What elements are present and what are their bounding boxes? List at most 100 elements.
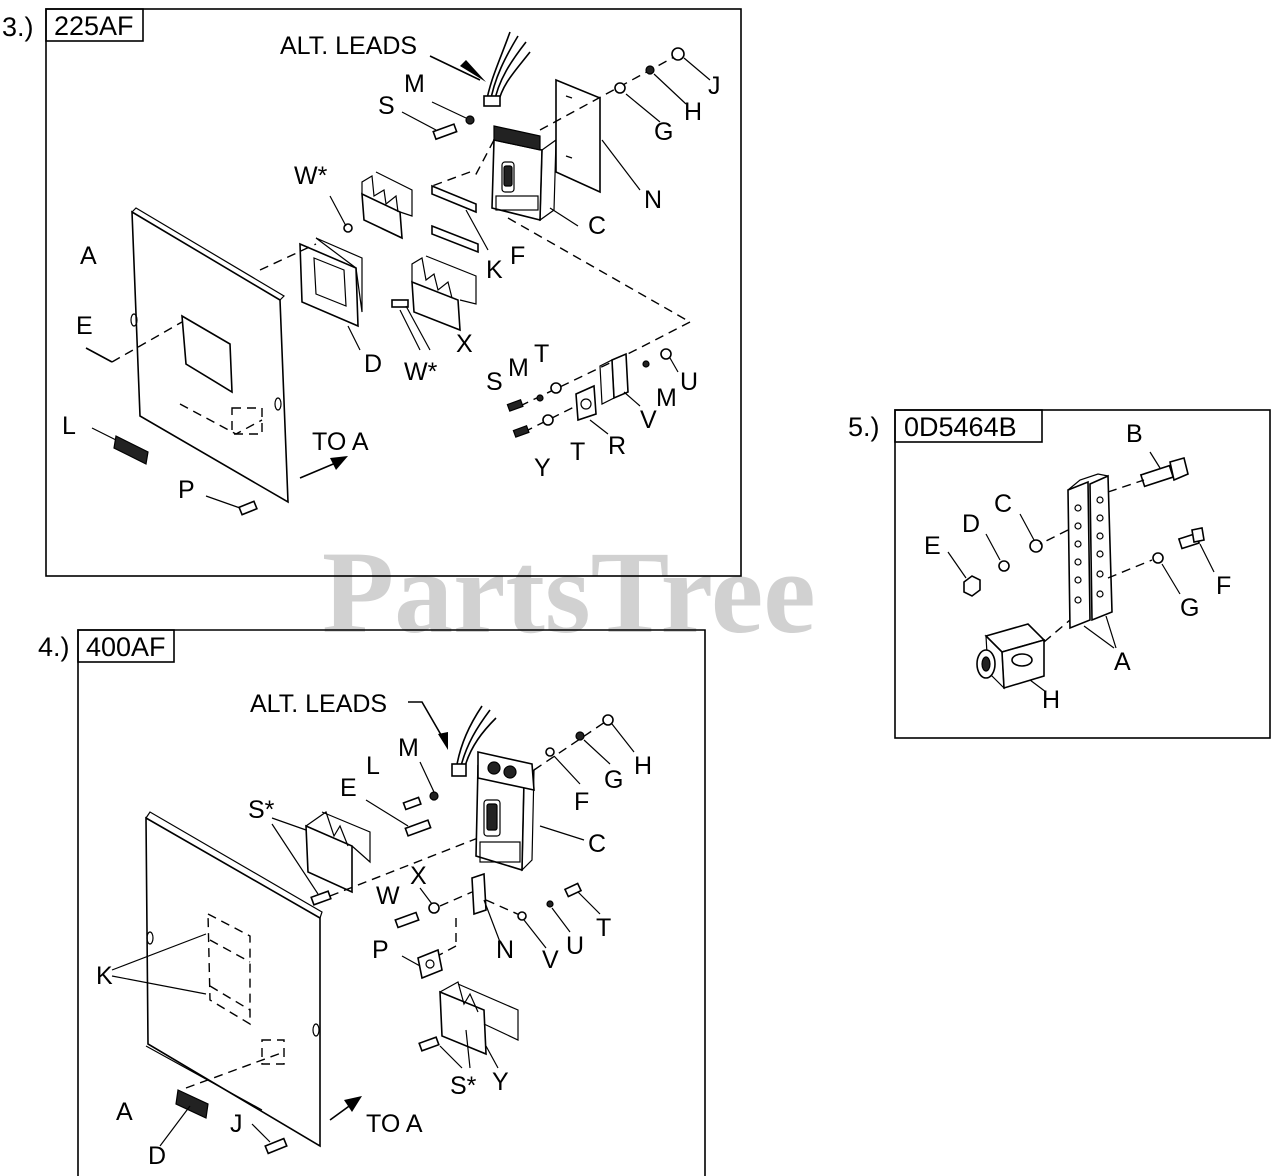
label-c: C bbox=[994, 490, 1012, 518]
label-j: J bbox=[708, 72, 721, 100]
label-w-upper: W* bbox=[294, 162, 328, 190]
label-d: D bbox=[148, 1142, 166, 1170]
label-k: K bbox=[96, 962, 113, 990]
part-g bbox=[614, 82, 626, 94]
label-to-a: TO A bbox=[366, 1110, 423, 1138]
panel-frame bbox=[77, 629, 706, 1176]
part-t bbox=[563, 882, 583, 898]
label-n: N bbox=[496, 936, 514, 964]
label-u: U bbox=[680, 368, 698, 396]
label-m: M bbox=[398, 734, 419, 762]
label-t-upper: T bbox=[534, 340, 549, 368]
label-h: H bbox=[684, 98, 702, 126]
label-j: J bbox=[230, 1110, 243, 1138]
label-d: D bbox=[364, 350, 382, 378]
label-e: E bbox=[340, 774, 357, 802]
part-x bbox=[428, 902, 440, 914]
part-e bbox=[85, 347, 113, 363]
part-l bbox=[402, 796, 422, 811]
label-f: F bbox=[574, 788, 589, 816]
label-to-a: TO A bbox=[312, 428, 369, 456]
part-w-heatsink bbox=[361, 171, 413, 240]
label-w: W bbox=[376, 882, 400, 910]
panel-number: 4.) bbox=[38, 632, 70, 662]
part-w bbox=[394, 911, 420, 929]
label-v: V bbox=[542, 946, 559, 974]
panel-number: 3.) bbox=[2, 12, 34, 42]
part-s bbox=[432, 123, 458, 141]
label-s-lower: S bbox=[486, 368, 503, 396]
label-a: A bbox=[80, 242, 97, 270]
part-c-breaker bbox=[491, 125, 557, 222]
part-g bbox=[575, 731, 585, 741]
label-alt-leads: ALT. LEADS bbox=[250, 690, 387, 718]
label-u: U bbox=[566, 932, 584, 960]
label-c: C bbox=[588, 830, 606, 858]
part-m bbox=[429, 791, 439, 801]
label-l: L bbox=[62, 412, 76, 440]
label-a: A bbox=[116, 1098, 133, 1126]
panel-frame bbox=[894, 409, 1271, 739]
label-m: M bbox=[404, 70, 425, 98]
label-y: Y bbox=[534, 454, 551, 482]
part-h bbox=[645, 65, 655, 75]
part-c-washer bbox=[1029, 539, 1043, 553]
label-g: G bbox=[1180, 594, 1199, 622]
part-s-heatsink bbox=[305, 811, 371, 894]
panel-code: 225AF bbox=[54, 11, 134, 41]
label-t-lower: T bbox=[570, 438, 585, 466]
part-p bbox=[238, 500, 258, 516]
alt-leads bbox=[483, 31, 531, 107]
part-f bbox=[545, 747, 555, 757]
panel-number: 5.) bbox=[848, 412, 880, 442]
panel-code-box bbox=[894, 409, 1043, 443]
part-h bbox=[602, 714, 614, 726]
part-j bbox=[264, 1137, 288, 1155]
part-d bbox=[175, 1089, 209, 1119]
part-d bbox=[299, 237, 363, 328]
part-panel-a bbox=[145, 816, 321, 1148]
label-a: A bbox=[1114, 648, 1131, 676]
part-e bbox=[404, 819, 432, 837]
label-n: N bbox=[644, 186, 662, 214]
part-d-washer bbox=[998, 560, 1010, 572]
part-v-bracket bbox=[611, 352, 629, 400]
part-j bbox=[671, 47, 685, 61]
label-m-mid: M bbox=[508, 354, 529, 382]
label-d: D bbox=[962, 510, 980, 538]
label-s-upper: S* bbox=[248, 796, 275, 824]
part-r-clamp bbox=[575, 384, 597, 422]
label-s-lower: S* bbox=[450, 1072, 477, 1100]
part-k bbox=[431, 184, 477, 214]
part-n-plate bbox=[555, 78, 601, 194]
label-s: S bbox=[378, 92, 395, 120]
part-u bbox=[546, 900, 554, 908]
panel-code-box bbox=[45, 8, 144, 42]
label-w-lower: W* bbox=[404, 358, 438, 386]
part-a-busbar bbox=[1067, 473, 1113, 630]
panel-code-box bbox=[77, 629, 175, 663]
panel-code: 400AF bbox=[86, 632, 166, 662]
label-x: X bbox=[410, 862, 427, 890]
panel-frame bbox=[45, 8, 742, 577]
label-c: C bbox=[588, 212, 606, 240]
part-l bbox=[113, 435, 149, 465]
label-f: F bbox=[510, 242, 525, 270]
label-f: F bbox=[1216, 572, 1231, 600]
panel-400af: 4.) 400AF bbox=[38, 629, 706, 1176]
watermark: PartsTree bbox=[322, 527, 816, 658]
part-y-heatsink bbox=[439, 981, 519, 1056]
label-g: G bbox=[604, 766, 623, 794]
label-b: B bbox=[1126, 420, 1143, 448]
part-g-washer bbox=[1152, 552, 1164, 564]
panel-code: 0D5464B bbox=[904, 412, 1017, 442]
label-l: L bbox=[366, 752, 380, 780]
part-v bbox=[517, 911, 527, 921]
label-y: Y bbox=[492, 1068, 509, 1096]
label-g: G bbox=[654, 118, 673, 146]
part-b-bolt bbox=[1139, 457, 1189, 488]
label-e: E bbox=[924, 532, 941, 560]
panel-0d5464b: 5.) 0D5464B bbox=[848, 409, 1271, 739]
part-p-lug bbox=[417, 948, 443, 980]
